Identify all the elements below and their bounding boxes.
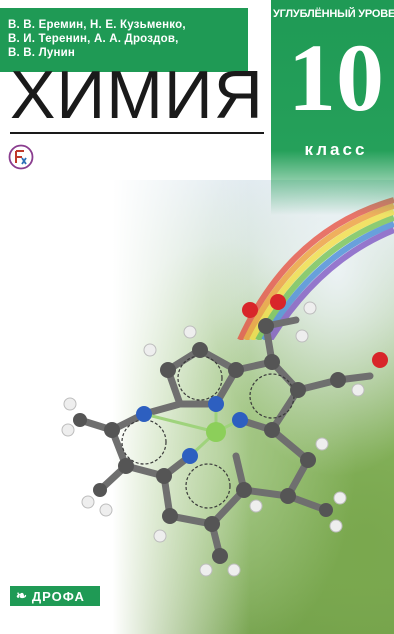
level-label: УГЛУБЛЁННЫЙ УРОВЕНЬ xyxy=(273,8,394,20)
title-underline xyxy=(10,132,264,134)
grade-label: класс xyxy=(304,140,368,159)
publisher-name: ДРОФА xyxy=(31,588,85,604)
author-line: В. В. Лунин xyxy=(8,47,76,59)
author-line: В. И. Теренин, А. А. Дроздов, xyxy=(8,33,179,45)
authors-box: В. В. Еремин, Н. Е. Кузьменко, В. И. Тер… xyxy=(0,8,248,72)
book-title: ХИМИЯ xyxy=(10,57,264,133)
authors-list: В. В. Еремин, Н. Е. Кузьменко, В. И. Тер… xyxy=(8,18,248,60)
publisher-logo: ❧ ДРОФА xyxy=(10,586,100,606)
author-line: В. В. Еремин, Н. Е. Кузьменко, xyxy=(8,19,186,31)
drofa-bird-icon: ❧ xyxy=(16,588,28,603)
green-band xyxy=(271,0,394,215)
fgos-logo-icon xyxy=(8,144,34,170)
grade-number: 10 xyxy=(288,24,384,131)
porphyrin-molecule-image xyxy=(61,294,388,577)
